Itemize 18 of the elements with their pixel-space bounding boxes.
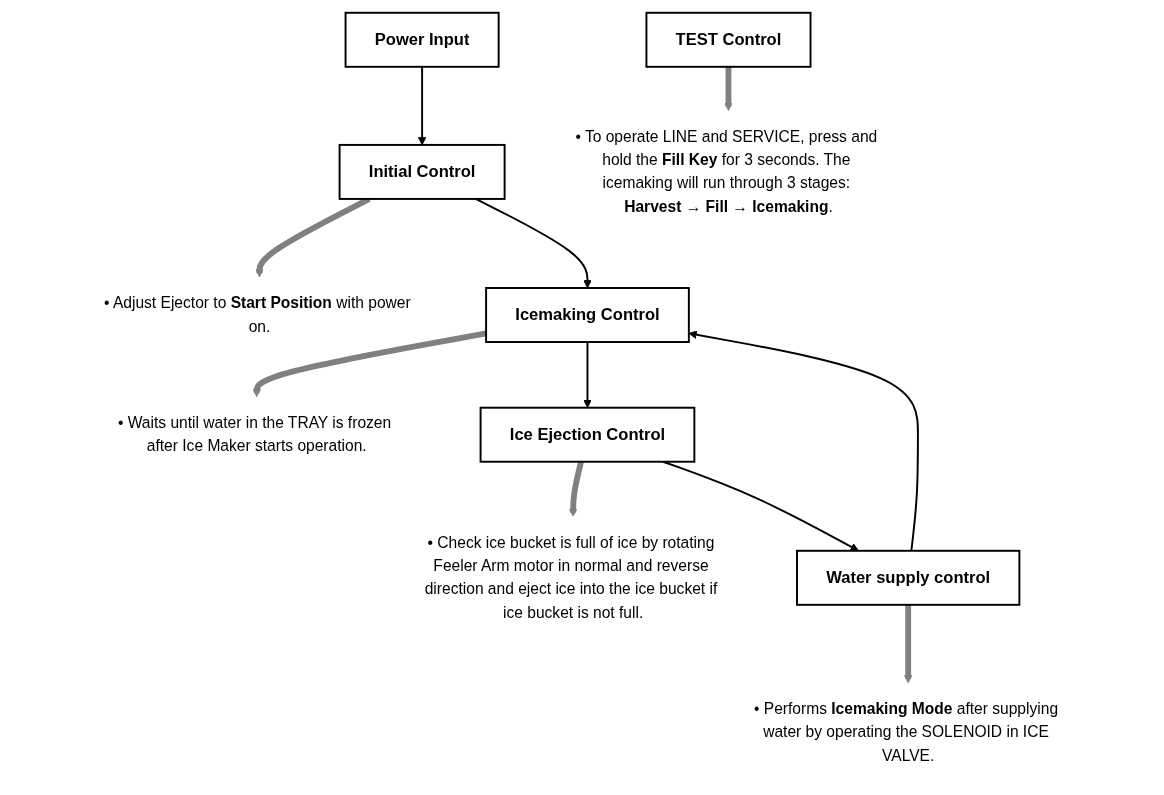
node-box: Icemaking Control xyxy=(484,287,690,343)
node-text: • Adjust Ejector to Start Position with power on. xyxy=(103,294,411,335)
node-box: Water supply control xyxy=(795,549,1020,606)
node-text: • Waits until water in the TRAY is frozen after Ice Maker starts operation. xyxy=(117,414,391,455)
arrow xyxy=(688,330,919,552)
arrow xyxy=(568,461,584,517)
node-box: Ice Ejection Control xyxy=(479,406,695,463)
node-text: • Check ice bucket is full of ice by rotating Feeler Arm motor in normal and reverse direction and eject ice into the ice bucket if ice bucket is not full. xyxy=(424,534,717,621)
arrow xyxy=(582,341,592,409)
arrow xyxy=(417,65,426,146)
node-box: Power Input xyxy=(344,11,500,68)
arrow xyxy=(723,66,733,111)
node-text: • Performs Icemaking Mode after supplying water by operating the SOLENOID in ICE VALVE. xyxy=(753,700,1058,764)
arrow xyxy=(474,197,592,289)
node-box: TEST Control xyxy=(645,11,812,68)
node-text: • To operate LINE and SERVICE, press and hold the Fill Key for 3 seconds. The icemaking will run through 3 stages: Harvest → Fill → Icemaking. xyxy=(574,128,877,215)
node-box: Initial Control xyxy=(338,143,506,200)
arrow xyxy=(903,604,912,684)
